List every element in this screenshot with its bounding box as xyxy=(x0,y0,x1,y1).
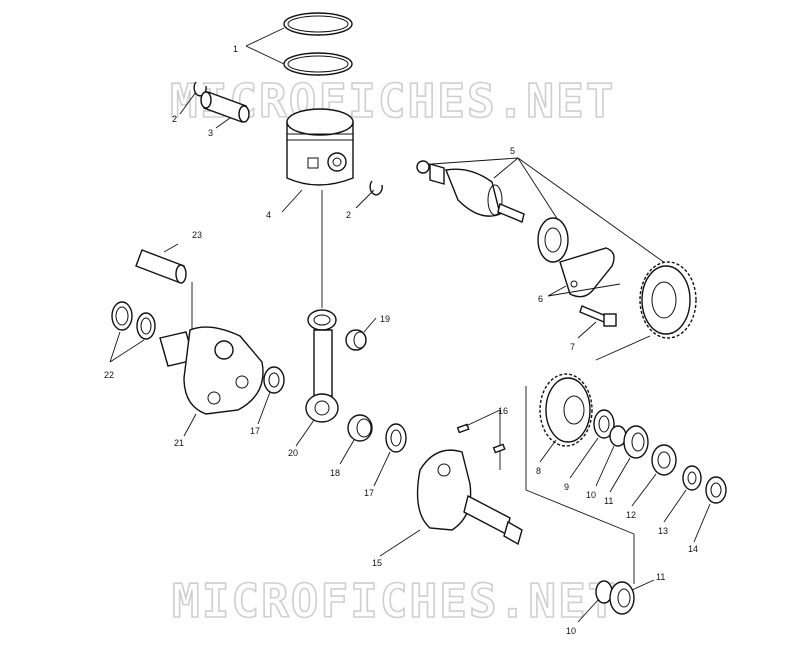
washer-left xyxy=(263,366,285,394)
leader-14 xyxy=(693,503,711,543)
key-b xyxy=(492,443,506,454)
callout-15: 15 xyxy=(372,558,382,568)
crank-pin xyxy=(135,249,187,284)
callout-1: 1 xyxy=(233,44,238,54)
washer-13 xyxy=(682,465,702,491)
piston-pin xyxy=(200,91,250,123)
crank-half-left xyxy=(159,326,264,415)
leader-16 xyxy=(465,409,501,446)
callout-11b: 11 xyxy=(656,572,665,582)
leader-17a xyxy=(257,391,271,425)
bracket xyxy=(559,247,615,298)
leader-23 xyxy=(163,243,179,253)
callout-2b: 2 xyxy=(346,210,351,220)
callout-12: 12 xyxy=(626,510,636,520)
leader-13 xyxy=(663,489,687,523)
callout-18: 18 xyxy=(330,468,340,478)
leader-10b xyxy=(577,599,599,623)
callout-17b: 17 xyxy=(364,488,374,498)
leader-4 xyxy=(281,189,303,213)
leader-6 xyxy=(547,283,621,297)
leader-3 xyxy=(215,117,231,129)
circlip-right xyxy=(369,180,383,196)
washer-right xyxy=(385,423,407,453)
bearing-11 xyxy=(623,425,649,459)
callout-8: 8 xyxy=(536,466,541,476)
callout-10a: 10 xyxy=(586,490,596,500)
thrust-washers xyxy=(111,301,156,340)
watermark-bottom: MICROFICHES.NET xyxy=(172,574,617,628)
callout-6: 6 xyxy=(538,294,543,304)
callout-9: 9 xyxy=(564,482,569,492)
callout-4: 4 xyxy=(266,210,271,220)
assembly-line-1 xyxy=(525,386,635,584)
callout-11a: 11 xyxy=(604,496,613,506)
circlip-left xyxy=(193,81,207,97)
leader-10a xyxy=(595,445,615,487)
leader-1 xyxy=(245,27,285,65)
callout-14: 14 xyxy=(688,544,698,554)
callout-13: 13 xyxy=(658,526,668,536)
assembly-line-4 xyxy=(595,335,651,361)
needle-bearing-large xyxy=(347,414,373,442)
leader-15 xyxy=(379,529,421,557)
leader-7 xyxy=(577,321,597,339)
key-a xyxy=(456,423,470,434)
callout-16: 16 xyxy=(498,406,508,416)
leader-22 xyxy=(109,331,145,363)
leader-19 xyxy=(363,317,377,333)
callout-19: 19 xyxy=(380,314,390,324)
gear-large xyxy=(639,261,697,339)
callout-2a: 2 xyxy=(172,114,177,124)
callout-5: 5 xyxy=(510,146,515,156)
leader-9 xyxy=(569,437,599,479)
bearing-lower xyxy=(609,581,635,615)
drive-assembly xyxy=(416,160,569,263)
leader-17b xyxy=(373,451,391,487)
piston-rings xyxy=(283,12,353,76)
leader-8 xyxy=(539,439,557,463)
leader-11a xyxy=(609,457,631,493)
nut-12 xyxy=(651,444,677,476)
bolt xyxy=(579,305,617,327)
callout-21: 21 xyxy=(174,438,184,448)
nut-14 xyxy=(705,476,727,504)
connecting-rod xyxy=(305,309,339,423)
leader-21 xyxy=(183,413,197,437)
callout-20: 20 xyxy=(288,448,298,458)
leader-2a xyxy=(179,91,197,115)
callout-3: 3 xyxy=(208,128,213,138)
gear-small xyxy=(539,373,593,447)
leader-5 xyxy=(431,157,673,269)
callout-22: 22 xyxy=(104,370,114,380)
leader-20 xyxy=(295,419,315,447)
piston xyxy=(286,108,354,186)
leader-18 xyxy=(339,439,355,465)
crank-half-right xyxy=(416,449,523,546)
washer-9 xyxy=(593,409,615,439)
callout-23: 23 xyxy=(192,230,202,240)
leader-12 xyxy=(631,473,657,507)
needle-bearing-small xyxy=(345,329,367,351)
leader-11b xyxy=(631,579,655,591)
leader-2b xyxy=(355,189,375,209)
callout-17a: 17 xyxy=(250,426,260,436)
bracket-hole xyxy=(570,280,578,288)
callout-7: 7 xyxy=(570,342,575,352)
callout-10b: 10 xyxy=(566,626,576,636)
